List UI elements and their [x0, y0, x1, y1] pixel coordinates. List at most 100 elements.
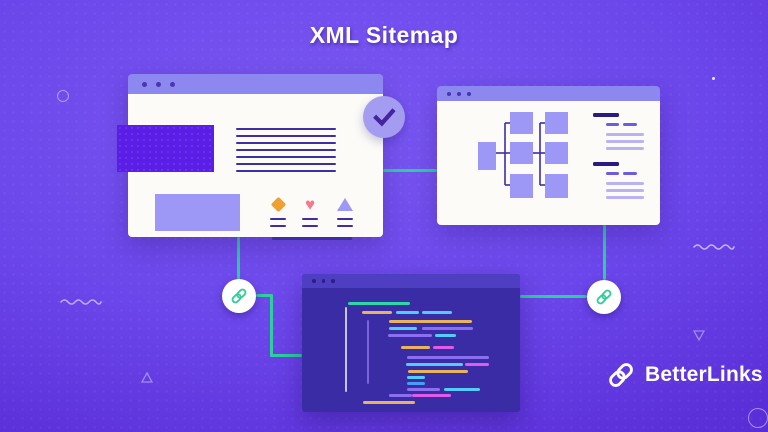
checkmark-icon — [363, 96, 405, 138]
titlebar-dot — [321, 279, 325, 283]
window-body: ♥ — [117, 94, 383, 240]
hero-banner-rect — [117, 125, 214, 172]
code-line-segment — [433, 346, 454, 349]
chain-link-icon — [609, 363, 633, 387]
brand-name: BetterLinks — [645, 363, 763, 386]
feature-column — [266, 196, 290, 227]
text-line — [236, 135, 336, 137]
text-line — [236, 163, 336, 165]
text-line — [236, 170, 336, 172]
titlebar-dot — [312, 279, 316, 283]
dot-decoration — [712, 77, 715, 80]
text-group — [593, 162, 653, 202]
titlebar-dot — [447, 91, 451, 96]
text-line — [606, 140, 644, 143]
connector-right-horizontal — [520, 295, 587, 298]
text-line — [606, 147, 644, 150]
paragraph-lines — [236, 128, 336, 177]
code-line-segment — [422, 311, 452, 314]
browser-window-content: ♥ — [117, 74, 383, 240]
chain-link-icon — [222, 279, 256, 313]
caption-line — [270, 218, 286, 220]
page-title: XML Sitemap — [309, 22, 459, 48]
label-line — [623, 123, 637, 126]
titlebar-dot — [331, 279, 335, 283]
connector-left-elbow-h2 — [270, 354, 302, 357]
code-line-segment — [396, 311, 419, 314]
caption-line — [302, 225, 318, 227]
text-line — [606, 133, 644, 136]
code-editor-window — [302, 274, 520, 412]
label-line — [606, 123, 619, 126]
window-titlebar — [437, 86, 660, 101]
code-line-segment — [407, 388, 440, 391]
caption-line — [270, 225, 286, 227]
code-line-segment — [362, 311, 392, 314]
titlebar-dot — [467, 91, 471, 96]
text-line — [236, 149, 336, 151]
indent-guide — [367, 320, 369, 384]
brand-logo: BetterLinks — [606, 360, 763, 390]
text-line — [236, 128, 336, 130]
squiggle-decoration — [60, 299, 102, 305]
connector-left-vertical — [237, 237, 240, 280]
code-line-segment — [407, 382, 425, 385]
chain-link-icon — [587, 280, 621, 314]
code-line-segment — [389, 394, 412, 397]
text-line — [606, 196, 644, 199]
connector-between-windows — [383, 169, 437, 172]
triangle-outline-decoration — [692, 330, 706, 342]
code-line-segment — [389, 327, 417, 330]
text-line — [236, 156, 336, 158]
window-titlebar — [302, 274, 520, 288]
image-placeholder-rect — [155, 194, 240, 231]
footer-line — [272, 237, 352, 240]
heading-line — [593, 162, 619, 166]
text-group — [593, 113, 653, 153]
feature-column: ♥ — [298, 196, 322, 227]
code-line-segment — [389, 320, 472, 323]
caption-line — [337, 225, 353, 227]
feature-column — [333, 196, 357, 227]
triangle-outline-decoration — [140, 371, 154, 383]
titlebar-dot — [170, 81, 175, 87]
code-line-segment — [407, 376, 425, 379]
code-line-segment — [435, 334, 456, 337]
code-lines — [302, 288, 520, 412]
sitemap-tree-diagram — [478, 112, 568, 198]
circle-outline-decoration — [57, 90, 69, 102]
text-line — [236, 142, 336, 144]
connector-left-elbow-v — [270, 294, 273, 357]
titlebar-dot — [457, 91, 461, 96]
code-line-segment — [408, 370, 468, 373]
diamond-icon — [270, 196, 286, 213]
caption-line — [302, 218, 318, 220]
connector-right-vertical — [603, 225, 606, 280]
titlebar-dot — [142, 81, 147, 87]
browser-window-sitemap — [437, 86, 660, 225]
circle-outline-decoration — [748, 408, 768, 428]
code-line-segment — [465, 363, 489, 366]
window-body — [437, 101, 660, 225]
squiggle-decoration — [693, 244, 735, 250]
titlebar-dot — [156, 81, 161, 87]
label-line — [606, 172, 619, 175]
connector-left-elbow-h1 — [256, 294, 273, 297]
heading-line — [593, 113, 619, 117]
label-line — [623, 172, 637, 175]
heart-icon: ♥ — [304, 195, 316, 214]
code-line-segment — [406, 363, 463, 366]
code-line-segment — [444, 388, 480, 391]
indent-guide — [345, 307, 347, 392]
code-line-segment — [363, 401, 415, 404]
code-line-segment — [407, 356, 489, 359]
code-line-segment — [412, 394, 451, 397]
code-line-segment — [348, 302, 410, 305]
code-line-segment — [388, 334, 432, 337]
window-titlebar — [128, 74, 383, 94]
caption-line — [337, 218, 353, 220]
triangle-icon — [337, 196, 353, 213]
text-line — [606, 189, 644, 192]
code-line-segment — [401, 346, 430, 349]
